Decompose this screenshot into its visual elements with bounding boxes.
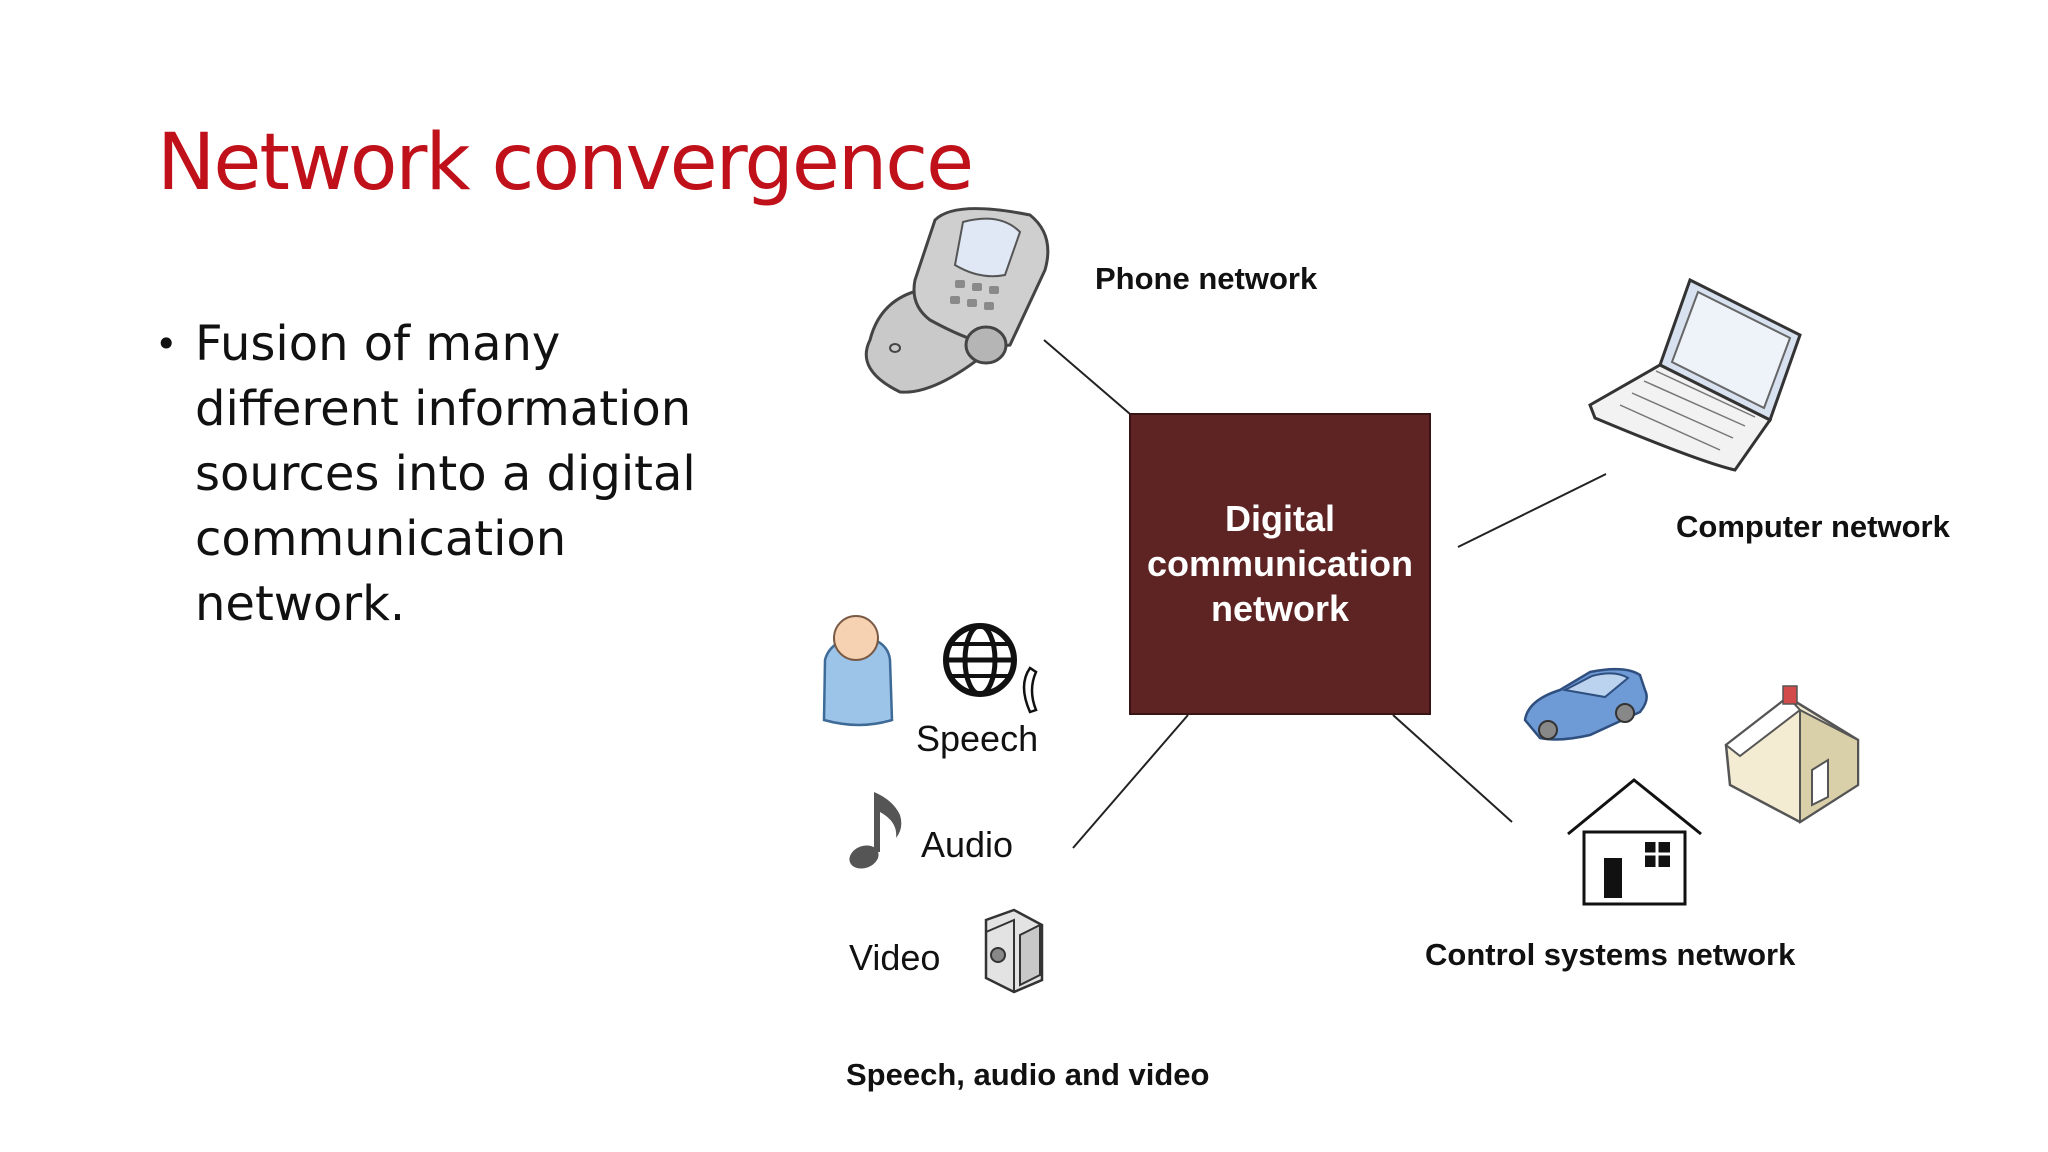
car-icon	[1523, 667, 1648, 741]
computer-network-label: Computer network	[1676, 509, 1951, 544]
bullet-text: Fusion of many different information sou…	[195, 316, 696, 632]
music-note-icon	[849, 792, 902, 869]
hub-label-line-3: network	[1211, 588, 1350, 629]
speech-audio-video-label: Speech, audio and video	[846, 1057, 1209, 1092]
phone-network-label: Phone network	[1095, 261, 1318, 296]
audio-label: Audio	[921, 824, 1013, 865]
connector-lines	[1043, 339, 1607, 849]
video-label: Video	[849, 937, 940, 978]
person-icon	[822, 615, 894, 727]
bullet-dot: •	[155, 322, 178, 366]
connector-computer	[1457, 473, 1607, 548]
hub-box: Digital communication network	[1129, 413, 1431, 715]
flip-phone-icon	[864, 207, 1050, 394]
slide-title: Network convergence	[157, 118, 974, 208]
connector-control	[1392, 714, 1513, 823]
connector-media	[1072, 714, 1189, 849]
globe-phone-icon	[943, 623, 1038, 714]
house-icon	[1724, 685, 1860, 824]
video-camera-icon	[984, 908, 1044, 994]
speech-label: Speech	[916, 718, 1038, 759]
house-outline-icon	[1567, 778, 1702, 906]
control-systems-network-label: Control systems network	[1425, 937, 1796, 972]
hub-label-line-1: Digital	[1225, 498, 1335, 539]
laptop-icon	[1588, 277, 1802, 472]
connector-phone	[1043, 339, 1131, 415]
hub-label-line-2: communication	[1147, 543, 1413, 584]
